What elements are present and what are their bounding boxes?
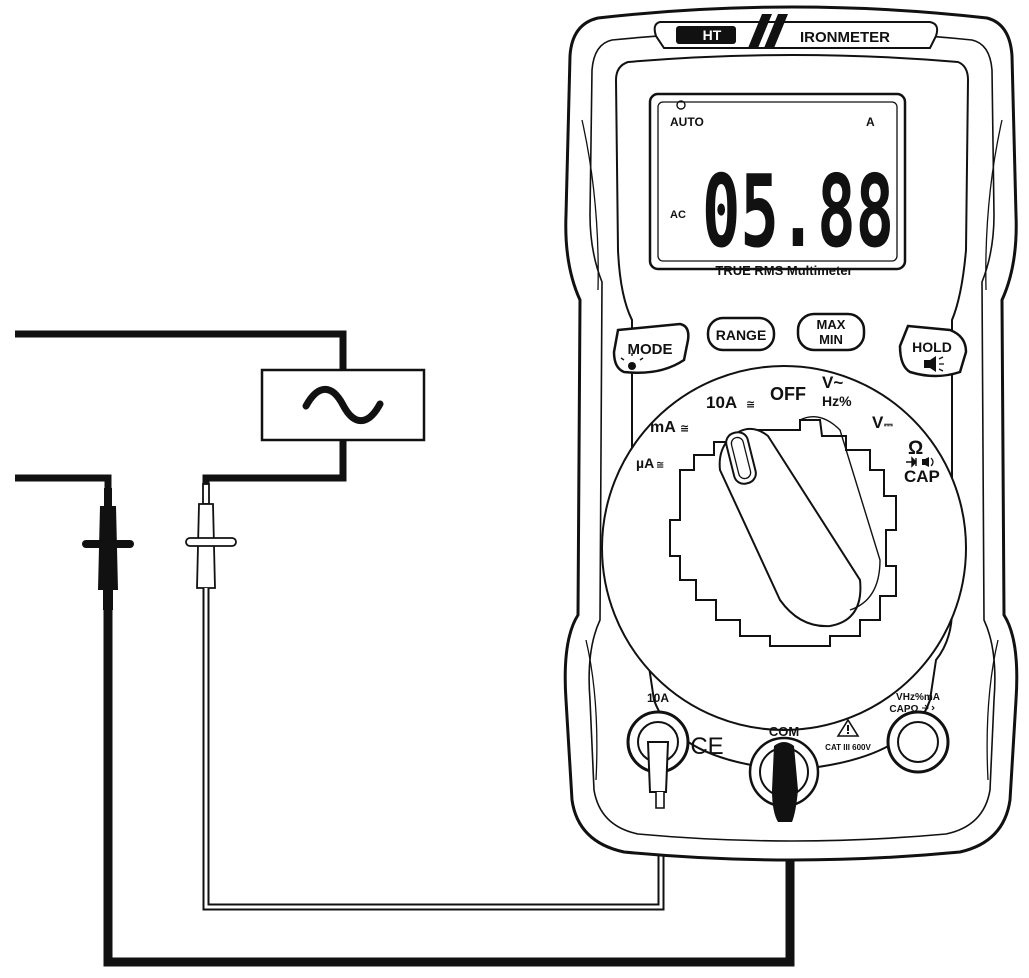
bulb-icon	[620, 353, 644, 370]
dial-pos-ua: µA	[636, 455, 654, 471]
brand-logo: HT	[703, 27, 722, 43]
red-probe[interactable]	[185, 483, 237, 589]
maxmin-button[interactable]: MAX MIN	[796, 312, 866, 352]
category-rating: CAT III 600V	[825, 743, 871, 752]
maxmin-line2: MIN	[819, 332, 843, 347]
top-conductor	[15, 330, 347, 370]
black-test-lead	[103, 610, 795, 967]
backlight-icon	[924, 356, 944, 372]
dial-10a-symbol: ≅	[746, 399, 755, 411]
dial-pos-cap: CAP	[904, 467, 940, 486]
lcd-mode: AC	[670, 209, 686, 221]
dial-indicator	[725, 431, 757, 485]
terminal-vhz-line1: VHz%mA	[896, 692, 940, 703]
maxmin-line1: MAX	[817, 317, 846, 332]
terminal-10a-label: 10A	[647, 691, 669, 705]
dial-pos-off: OFF	[770, 384, 806, 404]
dial-pos-10a: 10A	[706, 393, 737, 412]
dial-pos-vdc: V	[872, 413, 884, 432]
lcd-auto-label: AUTO	[670, 115, 704, 129]
black-probe[interactable]	[82, 488, 134, 610]
range-button-label: RANGE	[716, 327, 767, 343]
dial-pos-vac-line2: Hz%	[822, 393, 852, 409]
lcd-unit: A	[866, 115, 875, 129]
terminal-vhz[interactable]: VHz%mA CAPΩ	[886, 692, 950, 774]
diode-icon	[906, 456, 917, 468]
mode-button[interactable]: MODE	[612, 322, 690, 374]
bottom-conductor	[15, 474, 112, 500]
lcd-reading: 05.88	[702, 153, 894, 270]
hold-button-label: HOLD	[912, 339, 952, 355]
warning-triangle-icon	[836, 718, 860, 737]
dial-pos-vac-line1: V~	[822, 373, 843, 392]
hold-button[interactable]: HOLD	[898, 324, 968, 378]
terminal-com-label: COM	[769, 724, 799, 739]
dial-vdc-symbol: ⎓	[884, 419, 893, 431]
brand-model: IRONMETER	[800, 29, 890, 46]
auto-power-off-icon	[676, 100, 686, 110]
terminal-com[interactable]: COM	[748, 724, 820, 822]
terminal-vhz-line2: CAPΩ	[889, 704, 918, 715]
dial-pos-ma: mA	[650, 419, 676, 436]
load-right-lead	[202, 440, 347, 488]
ce-mark: CE	[690, 733, 723, 760]
terminal-10a[interactable]: 10A	[626, 691, 690, 809]
rotary-selector[interactable]	[601, 365, 967, 731]
circuit	[15, 330, 426, 500]
continuity-icon	[922, 457, 934, 467]
brand-stripes	[748, 14, 788, 48]
range-button[interactable]: RANGE	[706, 316, 776, 352]
mode-button-label: MODE	[628, 341, 673, 358]
ac-sine-icon	[302, 385, 384, 425]
lcd-display: AUTO A AC 05.88	[648, 92, 907, 271]
dial-pos-ohm: Ω	[908, 438, 923, 459]
dial-ma-symbol: ≅	[680, 423, 689, 435]
multimeter: HT IRONMETER AUTO A AC 05.88 TRUE RMS Mu…	[563, 5, 1019, 862]
holster-inner	[588, 30, 996, 842]
display-subtitle: TRUE RMS Multimeter	[715, 263, 852, 278]
dial-ua-symbol: ≅	[656, 460, 664, 471]
